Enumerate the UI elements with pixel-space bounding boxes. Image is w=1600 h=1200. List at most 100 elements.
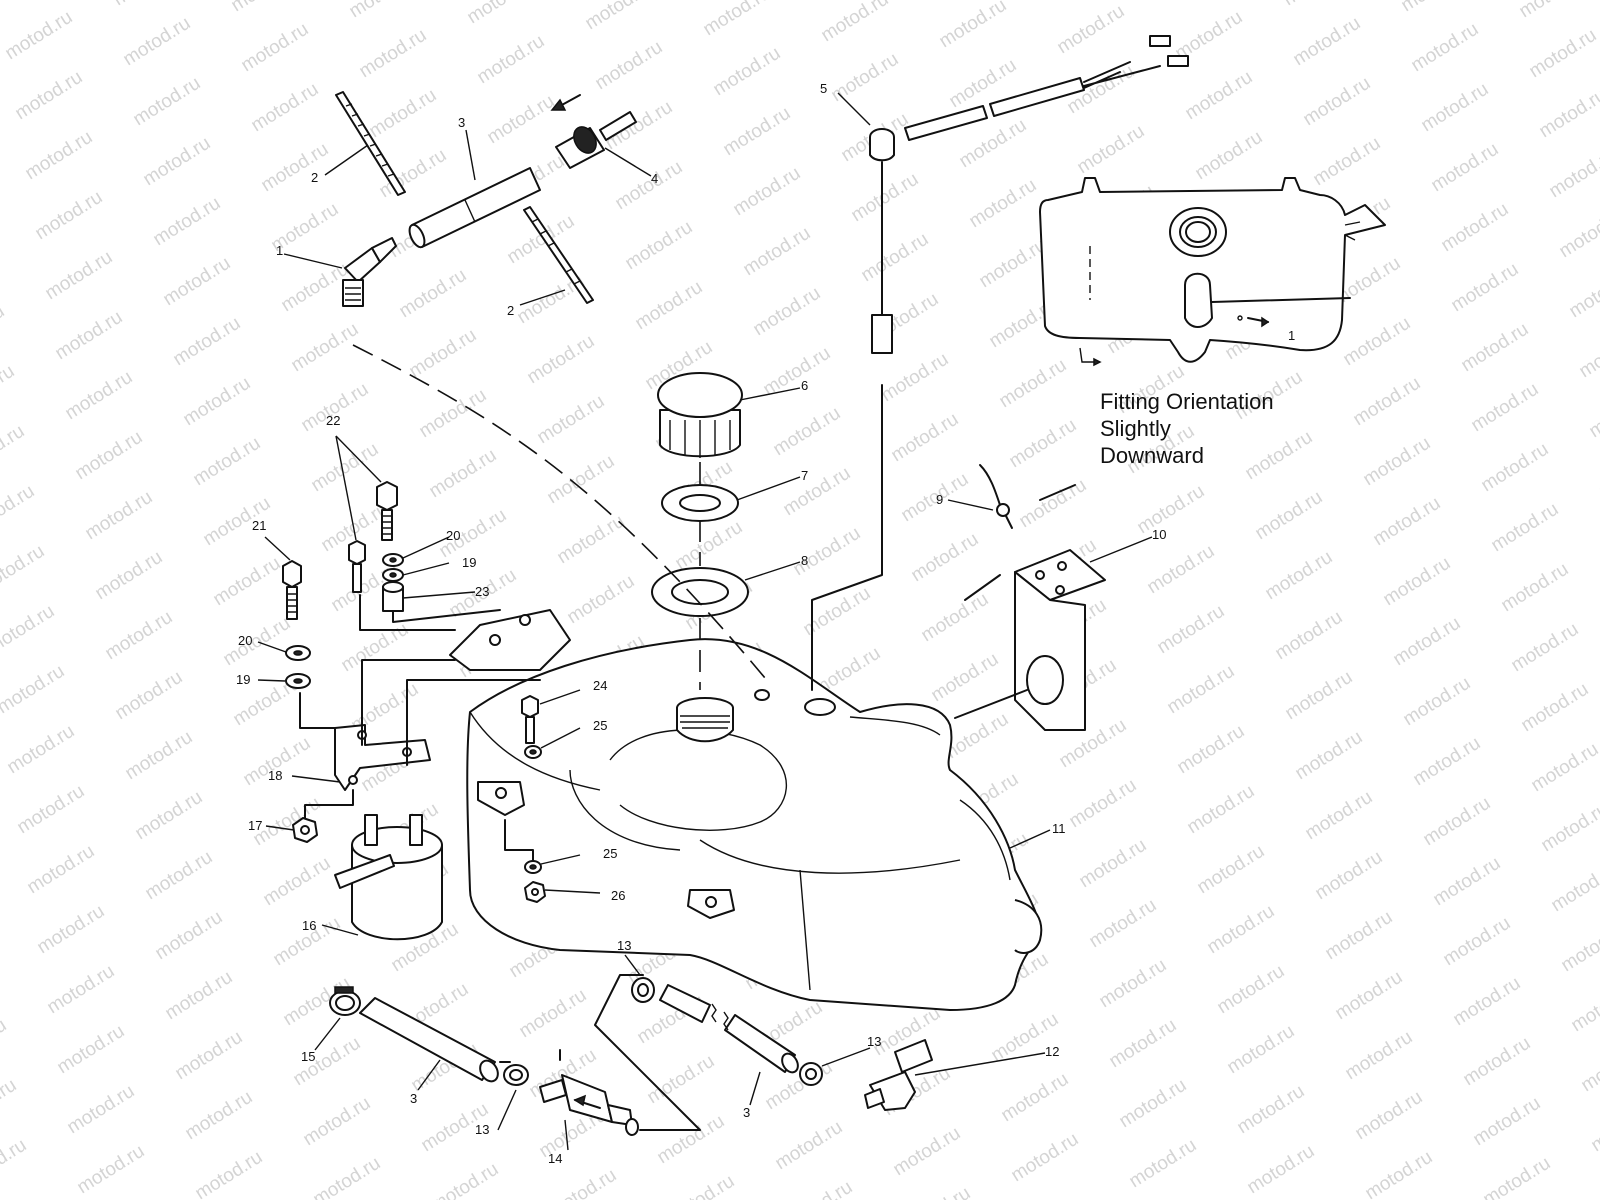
watermark-text: motod.ru	[406, 325, 481, 383]
callout-3-lower-left: 3	[410, 1091, 417, 1106]
watermark-text: motod.ru	[396, 265, 471, 323]
watermark-text: motod.ru	[1488, 499, 1563, 557]
callout-22: 22	[326, 413, 340, 428]
watermark-text: motod.ru	[1578, 1039, 1600, 1097]
watermark-text: motod.ru	[976, 235, 1051, 293]
watermark-text: motod.ru	[1162, 0, 1237, 4]
watermark-text: motod.ru	[740, 223, 815, 281]
fuel-cap	[657, 372, 743, 458]
watermark-text: motod.ru	[1300, 73, 1375, 131]
hose-clamp-strip-lower	[523, 206, 594, 304]
watermark-text: motod.ru	[258, 139, 333, 197]
watermark-text: motod.ru	[34, 901, 109, 959]
watermark-text: motod.ru	[1312, 847, 1387, 905]
watermark-text: motod.ru	[1480, 1153, 1555, 1200]
fuel-hose-lower-left	[359, 997, 499, 1083]
watermark-text: motod.ru	[1362, 1147, 1437, 1200]
watermark-text: motod.ru	[366, 85, 441, 143]
watermark-text: motod.ru	[310, 1153, 385, 1200]
watermark-text: motod.ru	[1428, 139, 1503, 197]
watermark-text: motod.ru	[172, 1027, 247, 1085]
watermark-text: motod.ru	[24, 841, 99, 899]
watermark-text: motod.ru	[1438, 199, 1513, 257]
watermark-text: motod.ru	[2, 7, 77, 65]
watermark-text: motod.ru	[1086, 895, 1161, 953]
tank-bracket	[1014, 549, 1106, 731]
note-line-2: Slightly	[1100, 416, 1171, 441]
watermark-text: motod.ru	[1332, 967, 1407, 1025]
watermark-text: motod.ru	[0, 421, 28, 479]
watermark-text: motod.ru	[150, 193, 225, 251]
bolt-22a	[376, 481, 398, 541]
watermark-text: motod.ru	[790, 523, 865, 581]
watermark-text: motod.ru	[426, 445, 501, 503]
watermark-text: motod.ru	[1548, 859, 1600, 917]
watermark-text: motod.ru	[74, 1141, 149, 1199]
watermark-text: motod.ru	[1192, 127, 1267, 185]
callout-17: 17	[248, 818, 262, 833]
callout-13-right: 13	[867, 1034, 881, 1049]
callout-4: 4	[651, 171, 658, 186]
fuel-hose-upper	[408, 167, 541, 249]
fuel-hose-lower-right	[659, 984, 799, 1074]
watermark-text: motod.ru	[1016, 475, 1091, 533]
watermark-text: motod.ru	[1054, 1, 1129, 59]
watermark-text: motod.ru	[1568, 979, 1600, 1037]
elbow-fitting	[342, 237, 397, 307]
watermark-text: motod.ru	[632, 277, 707, 335]
watermark-text: motod.ru	[248, 79, 323, 137]
watermark-text: motod.ru	[82, 487, 157, 545]
watermark-text: motod.ru	[1430, 853, 1505, 911]
inset-fitting-orientation: 1	[1039, 177, 1386, 367]
watermark-text: motod.ru	[524, 331, 599, 389]
watermark-text: motod.ru	[1360, 433, 1435, 491]
lockwasher-19a	[382, 568, 404, 582]
watermark-text: motod.ru	[1558, 919, 1600, 977]
watermark-text: motod.ru	[1566, 265, 1600, 323]
callout-6: 6	[801, 378, 808, 393]
watermark-text: motod.ru	[1536, 85, 1600, 143]
watermark-text: motod.ru	[1390, 613, 1465, 671]
watermark-text: motod.ru	[0, 661, 68, 719]
watermark-text: motod.ru	[928, 649, 1003, 707]
watermark-text: motod.ru	[130, 73, 205, 131]
watermark-text: motod.ru	[0, 541, 48, 599]
hose-clamp-15	[329, 986, 361, 1016]
watermark-text: motod.ru	[0, 1135, 30, 1193]
watermark-text: motod.ru	[564, 571, 639, 629]
watermark-text: motod.ru	[1252, 487, 1327, 545]
watermark-text: motod.ru	[772, 1117, 847, 1175]
watermark-text: motod.ru	[190, 433, 265, 491]
watermark-text: motod.ru	[654, 1111, 729, 1169]
watermark-text: motod.ru	[140, 133, 215, 191]
watermark-text: motod.ru	[132, 787, 207, 845]
watermark-text: motod.ru	[238, 19, 313, 77]
watermark-text: motod.ru	[1164, 661, 1239, 719]
watermark-text: motod.ru	[474, 31, 549, 89]
watermark-text: motod.ru	[1340, 313, 1415, 371]
watermark-text: motod.ru	[516, 985, 591, 1043]
washer-20a	[382, 553, 404, 567]
watermark-text: motod.ru	[120, 13, 195, 71]
watermark-text: motod.ru	[554, 511, 629, 569]
watermark-text: motod.ru	[1410, 733, 1485, 791]
callout-25-lower: 25	[603, 846, 617, 861]
watermark-text: motod.ru	[1418, 79, 1493, 137]
watermark-text: motod.ru	[664, 1171, 739, 1200]
watermark-text: motod.ru	[504, 211, 579, 269]
watermark-text: motod.ru	[1106, 1015, 1181, 1073]
watermark-text: motod.ru	[22, 127, 97, 185]
watermark-text: motod.ru	[998, 1069, 1073, 1127]
watermark-text: motod.ru	[1420, 793, 1495, 851]
callout-5: 5	[820, 81, 827, 96]
watermark-text: motod.ru	[346, 0, 421, 22]
watermark-text: motod.ru	[0, 301, 8, 359]
watermark-text: motod.ru	[1518, 679, 1593, 737]
callout-12: 12	[1045, 1044, 1059, 1059]
callout-16: 16	[302, 918, 316, 933]
watermark-text: motod.ru	[112, 667, 187, 725]
hose-clamp-13a	[503, 1064, 529, 1086]
watermark-text: motod.ru	[1074, 121, 1149, 179]
watermark-text: motod.ru	[1182, 67, 1257, 125]
